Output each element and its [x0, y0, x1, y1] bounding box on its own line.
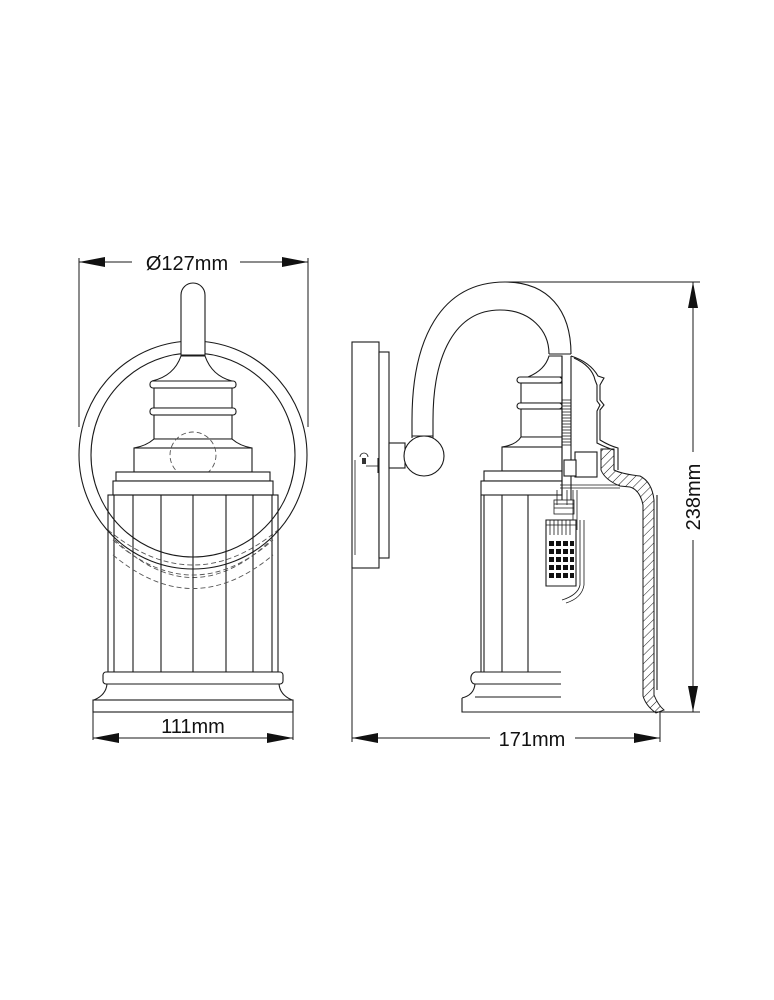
side-view: 238mm 171mm — [351, 281, 705, 751]
arrow-down-icon — [688, 686, 698, 712]
curved-arm — [411, 281, 572, 438]
arrow-right-icon — [634, 733, 660, 743]
arrow-up-icon — [688, 282, 698, 308]
diameter-label: Ø127mm — [146, 253, 228, 275]
base-ring — [102, 671, 284, 685]
base-width-label: 111mm — [161, 716, 225, 738]
arm-knuckle — [403, 435, 445, 477]
screw-icon — [359, 452, 379, 473]
arrow-right-icon — [267, 733, 293, 743]
front-view: Ø127mm — [78, 253, 309, 743]
threaded-rod — [562, 399, 571, 446]
projection-label: 171mm — [499, 729, 566, 751]
arrow-left-icon — [352, 733, 378, 743]
arrow-right-icon — [282, 257, 308, 267]
arrow-left-icon — [79, 257, 105, 267]
height-dimension: 238mm — [660, 282, 705, 713]
arm-top — [180, 282, 206, 356]
diameter-dimension: Ø127mm — [78, 253, 309, 427]
base-width-dimension: 111mm — [92, 712, 294, 743]
backplate-side — [351, 341, 380, 569]
projection-dimension: 171mm — [351, 568, 661, 751]
section-shell — [600, 448, 665, 714]
height-label: 238mm — [683, 464, 705, 531]
base-plate — [92, 699, 294, 713]
arrow-left-icon — [93, 733, 119, 743]
bulb-icon — [545, 490, 585, 604]
